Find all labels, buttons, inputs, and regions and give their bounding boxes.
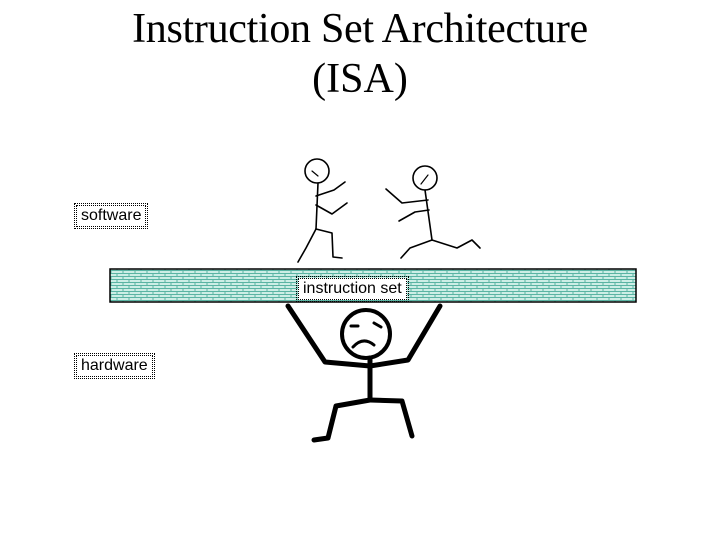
software-person-2-icon — [385, 165, 481, 259]
title-line-2: (ISA) — [312, 56, 408, 102]
software-person-1-icon — [297, 158, 348, 263]
software-label: software — [73, 203, 149, 229]
slide-title: Instruction Set Architecture (ISA) — [0, 4, 720, 104]
hardware-person-icon — [285, 303, 443, 443]
hardware-label: hardware — [74, 353, 155, 379]
instruction-set-label: instruction set — [296, 276, 409, 302]
title-line-1: Instruction Set Architecture — [132, 6, 588, 52]
